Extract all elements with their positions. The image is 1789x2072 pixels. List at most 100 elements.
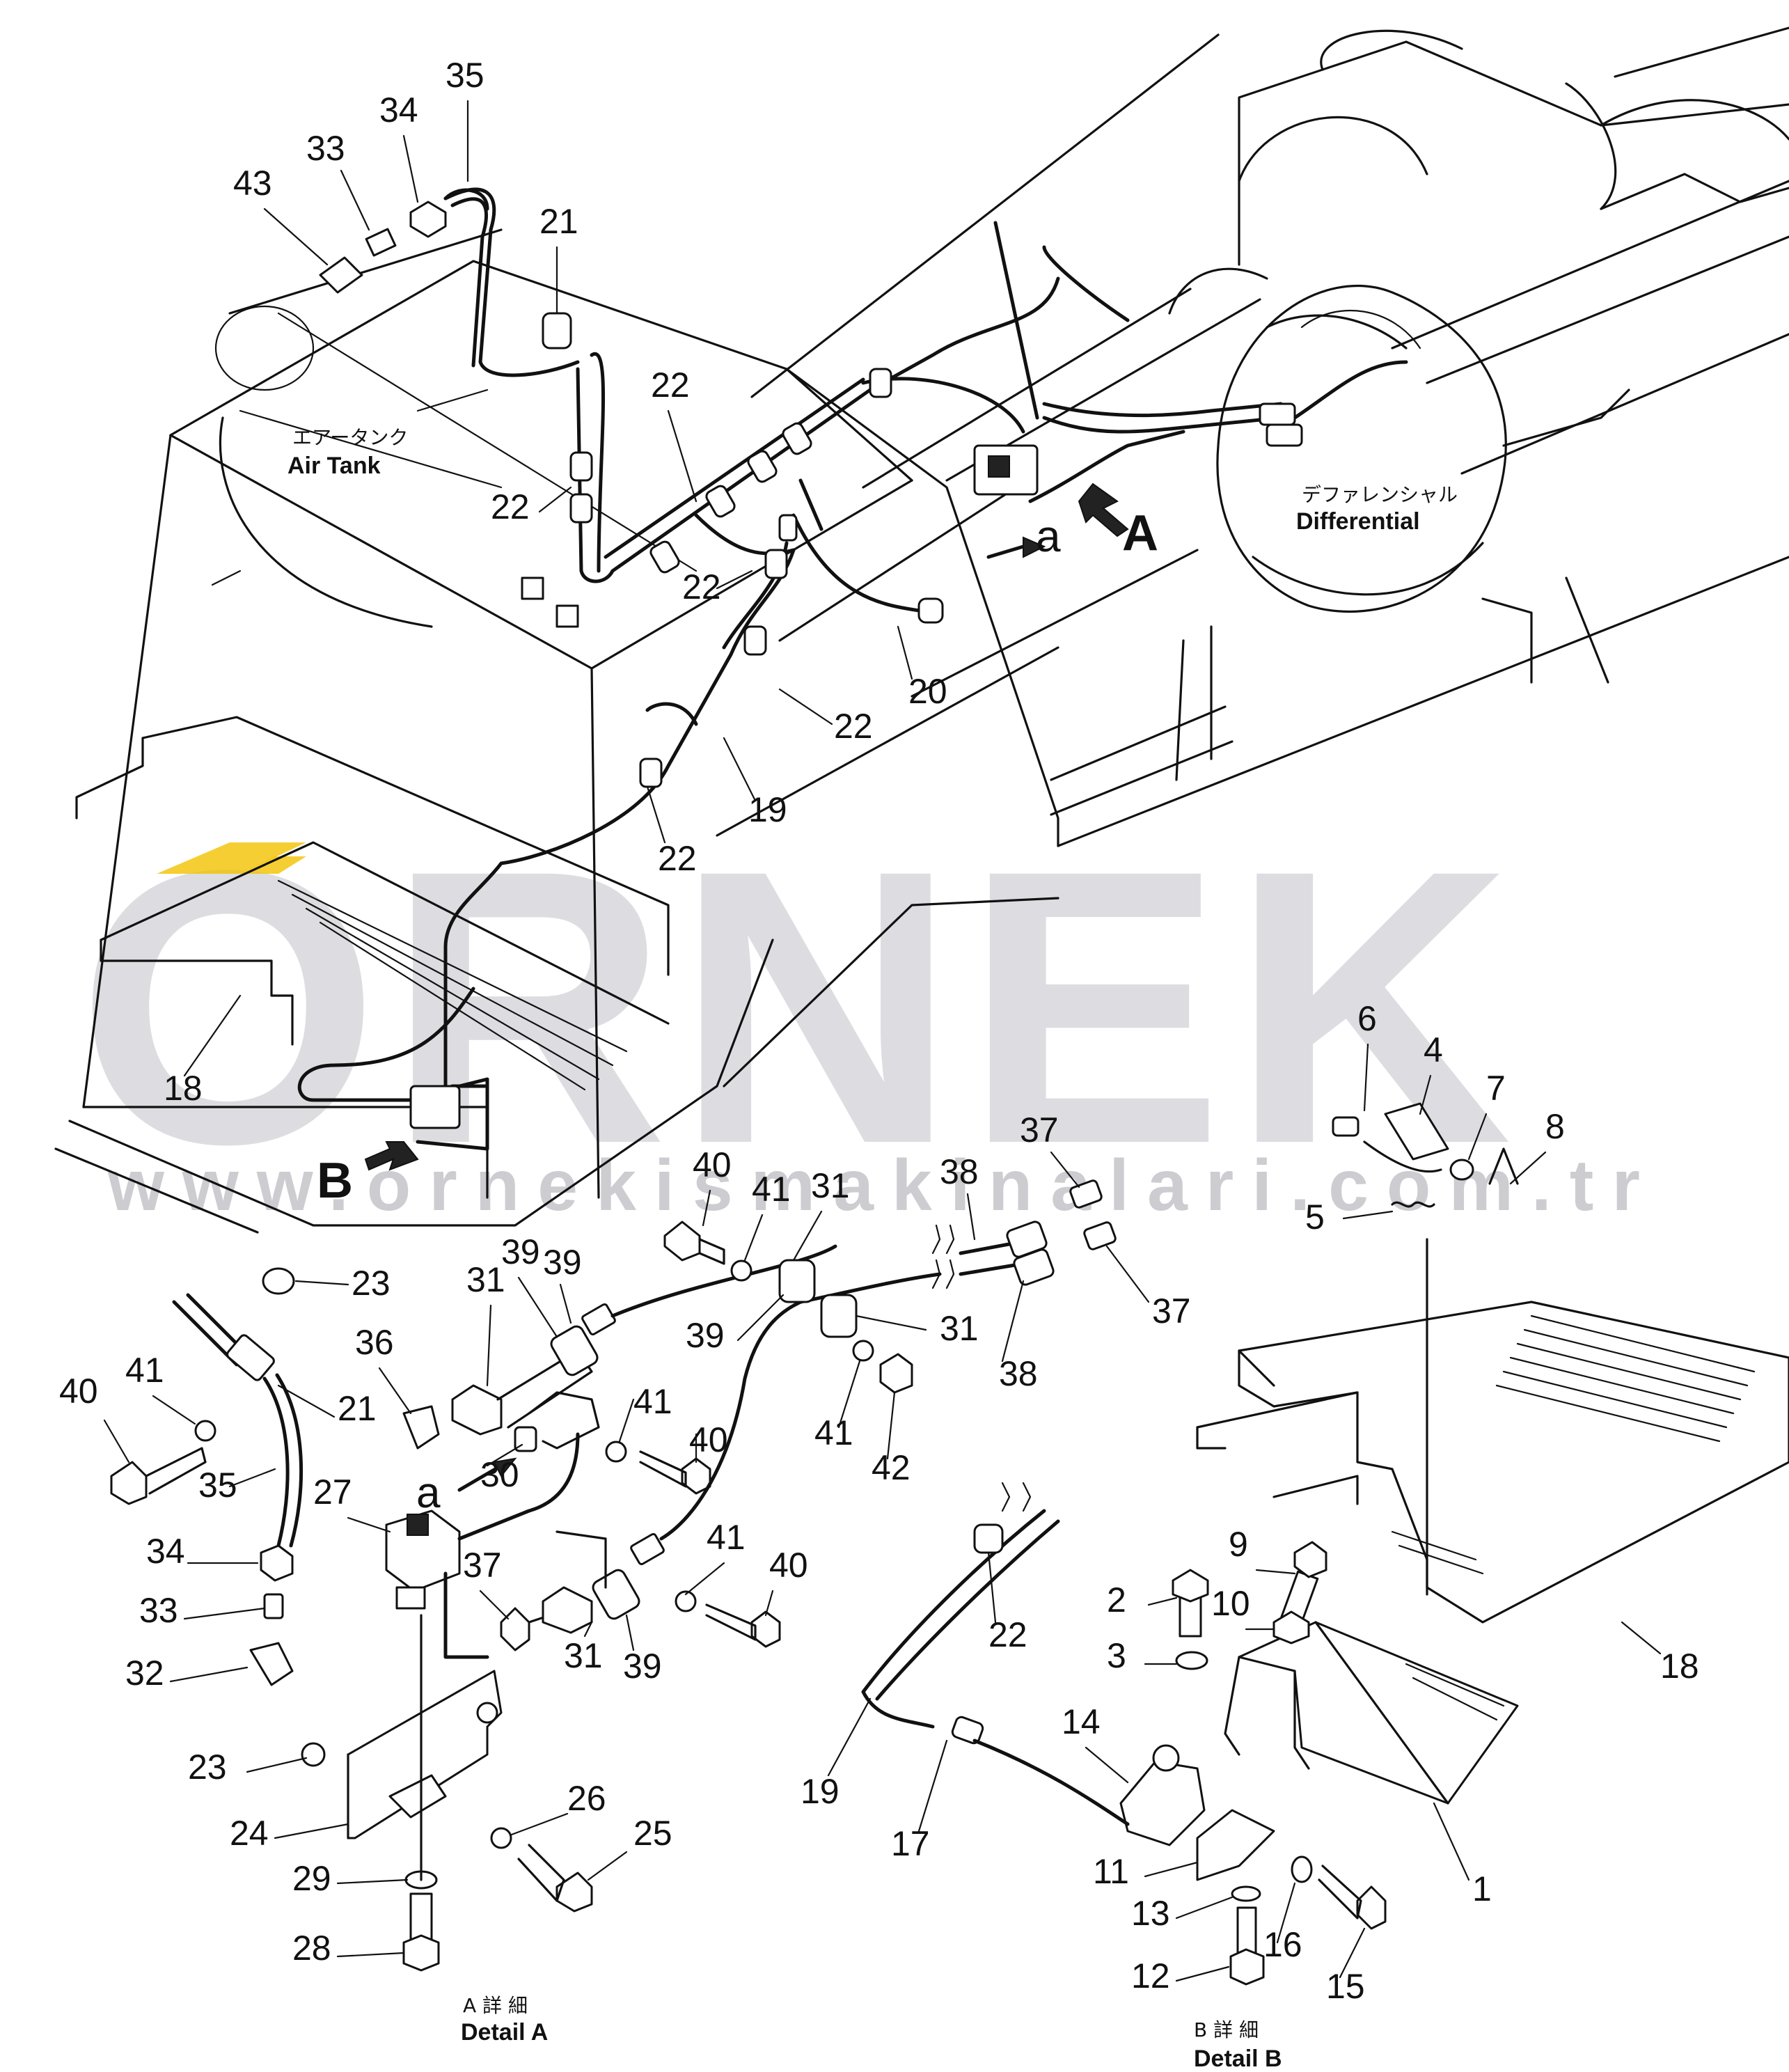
- fitting-17: [951, 1716, 984, 1745]
- leader-line: [1147, 1596, 1178, 1606]
- clamp-22e: [747, 450, 778, 483]
- switch-14: [1119, 1760, 1206, 1846]
- callout-43: 43: [233, 164, 272, 203]
- clamp-22f: [782, 422, 812, 455]
- watermark-brand: ORNEK: [77, 789, 1519, 1225]
- view-marker-A: A: [1122, 505, 1158, 561]
- callout-32: 32: [125, 1654, 164, 1693]
- bracket-11: [1196, 1809, 1275, 1881]
- nut-10: [1272, 1610, 1310, 1645]
- clamp-top-right: [869, 368, 892, 398]
- detail-b-assembly: [861, 1102, 1789, 1986]
- leader-line: [347, 1516, 391, 1533]
- bolt-12-head: [1229, 1948, 1265, 1986]
- callout-5: 5: [1305, 1198, 1325, 1237]
- washer-13: [1231, 1885, 1261, 1902]
- fitting-38-lower: [1013, 1248, 1055, 1286]
- leader-line: [183, 1607, 266, 1620]
- valve-27-core: [407, 1514, 429, 1536]
- cap-23-top: [262, 1267, 295, 1295]
- plate-4: [1384, 1102, 1449, 1161]
- leader-line: [827, 1697, 872, 1777]
- clamp-22i: [639, 758, 663, 788]
- nut-31-upper: [451, 1384, 503, 1436]
- callout-24: 24: [230, 1814, 269, 1853]
- leader-line: [228, 1468, 276, 1488]
- leader-line: [246, 1757, 308, 1773]
- bracket-24: [347, 1670, 503, 1839]
- leader-line: [1433, 1802, 1470, 1881]
- arrow-A-head: [1078, 482, 1129, 537]
- middle-pipe-parts: [663, 1179, 1117, 1394]
- callout-26: 26: [567, 1779, 606, 1818]
- leader-line: [743, 1214, 764, 1262]
- callout-23: 23: [188, 1748, 227, 1787]
- air-tank-jp-label: エアータンク: [292, 426, 408, 449]
- valve-A-core: [988, 455, 1010, 478]
- clamp-22b: [569, 493, 593, 524]
- leader-line: [897, 625, 913, 680]
- leader-line: [378, 1367, 412, 1415]
- leader-line: [702, 1189, 711, 1227]
- leader-line: [716, 570, 753, 590]
- detail-b-jp-label: B 詳 細: [1194, 2018, 1259, 2041]
- detail-b-en-label: Detail B: [1194, 2046, 1282, 2072]
- callout-35: 35: [446, 56, 484, 95]
- leader-line: [538, 486, 572, 513]
- washer-26: [490, 1827, 512, 1849]
- callout-17: 17: [891, 1824, 930, 1863]
- detail-a-assembly: [110, 1244, 837, 1972]
- leader-line: [169, 1666, 249, 1683]
- callout-41: 41: [125, 1351, 164, 1390]
- text-labels: エアータンク Air Tank デファレンシャル Differential A …: [287, 426, 1458, 2072]
- leader-line: [1144, 1861, 1199, 1878]
- fitting-37-upper: [1069, 1179, 1103, 1209]
- clamp-22d: [705, 485, 736, 518]
- watermark: ORNEK www.ornekismakinalari.com.tr: [77, 789, 1640, 1226]
- washer-41-mid: [605, 1441, 627, 1463]
- callout-22: 22: [834, 707, 873, 746]
- leader-line: [1001, 1280, 1025, 1363]
- leader-line: [1276, 1882, 1296, 1944]
- callout-40: 40: [59, 1372, 98, 1411]
- clamp-39-upper: [550, 1325, 599, 1376]
- arrow-B-head: [364, 1141, 419, 1171]
- callout-37: 37: [463, 1546, 502, 1585]
- callout-19: 19: [748, 790, 787, 829]
- callout-41: 41: [633, 1382, 672, 1421]
- washer-41-top: [730, 1259, 752, 1282]
- leader-line: [103, 1419, 130, 1463]
- leader-line: [1175, 1965, 1230, 1982]
- view-marker-B: B: [317, 1153, 353, 1209]
- leader-line: [1085, 1746, 1129, 1784]
- callout-1: 1: [1472, 1869, 1492, 1908]
- callout-39: 39: [623, 1647, 662, 1686]
- leader-line: [966, 1193, 976, 1241]
- callout-9: 9: [1229, 1525, 1248, 1564]
- leader-line: [559, 1283, 572, 1324]
- arrow-a-head: [1023, 536, 1046, 558]
- bolt-9-head: [1293, 1541, 1327, 1578]
- leader-line: [1363, 1043, 1369, 1112]
- callout-33: 33: [139, 1591, 178, 1630]
- fitting-37-lower: [500, 1607, 530, 1651]
- clamp-39-mid: [778, 1259, 816, 1303]
- callout-34: 34: [379, 91, 418, 130]
- callout-31: 31: [564, 1636, 603, 1675]
- callout-22: 22: [988, 1615, 1027, 1654]
- sensor-B: [409, 1085, 461, 1129]
- callout-36: 36: [355, 1323, 394, 1362]
- leader-line: [1342, 1210, 1394, 1220]
- callout-40: 40: [689, 1420, 728, 1459]
- callout-18: 18: [164, 1069, 203, 1108]
- bracket-24-slot: [388, 1774, 447, 1819]
- leader-line: [517, 1276, 558, 1338]
- leader-line: [1467, 1113, 1488, 1161]
- bolt-40-top-head: [663, 1221, 701, 1262]
- fitting-39-lower: [630, 1532, 665, 1566]
- bolt-15-head: [1356, 1885, 1387, 1930]
- connector-20a: [778, 514, 798, 542]
- clamp-22h: [743, 625, 767, 656]
